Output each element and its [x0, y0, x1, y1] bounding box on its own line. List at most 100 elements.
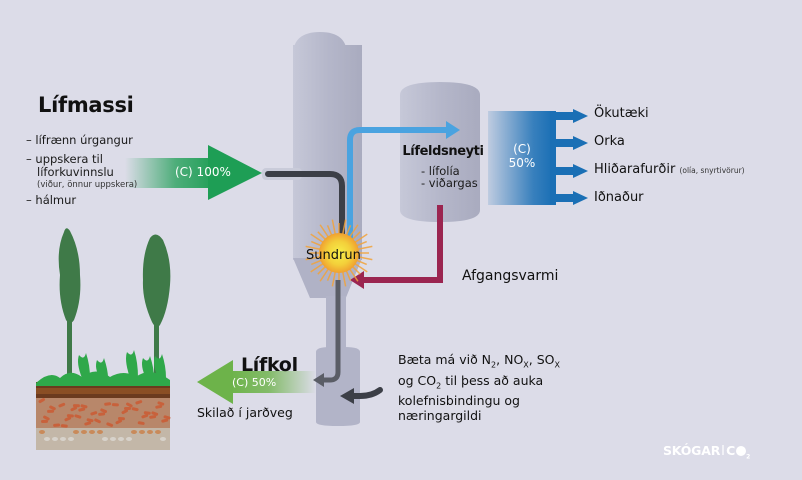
output-arrow-shaft — [553, 112, 575, 120]
grass — [36, 350, 170, 386]
pebble — [81, 430, 87, 434]
soil-fleck — [163, 415, 171, 420]
output-arrow-head — [573, 136, 588, 150]
soil-fleck — [141, 413, 149, 419]
waste-heat-line — [360, 205, 443, 283]
soil-fleck — [90, 411, 98, 416]
fuel-flow-line — [347, 127, 448, 245]
pebble — [39, 430, 45, 434]
plant — [126, 350, 138, 378]
bullet: – — [26, 193, 32, 207]
biomass-title: Lífmassi — [38, 93, 134, 117]
soil-illustration — [36, 382, 171, 450]
additive-pipe — [349, 387, 383, 399]
biomass-item: – hálmur — [26, 194, 76, 207]
pyrolysis-burst-icon — [305, 219, 373, 287]
logo-divider — [722, 445, 725, 455]
fuel-vessel — [400, 82, 480, 222]
additive-line-1: Bæta má við N2, NOX, SOX — [398, 352, 560, 373]
sun-core — [319, 233, 359, 273]
biomass-item: – uppskera til — [26, 153, 103, 166]
output-byproducts-note: (olía, snyrtivörur) — [679, 166, 745, 175]
pyrolysis-label: Sundrun — [306, 248, 361, 263]
input-arrow-label: (C) 100% — [175, 165, 231, 179]
soil-fleck — [49, 405, 56, 411]
pebble — [110, 437, 116, 441]
soil-fleck — [104, 402, 112, 406]
subscript: X — [554, 360, 560, 370]
soil-fleck — [161, 418, 169, 423]
bullet: – — [26, 133, 32, 147]
additive-line-2: og CO2 til þess að auka — [398, 373, 560, 394]
fuel-output-fan — [488, 111, 556, 205]
fuel-output-value: 50% — [508, 156, 536, 170]
output-energy: Orka — [594, 134, 625, 149]
biomass-input-arrow — [125, 145, 262, 200]
output-arrow-shaft — [553, 194, 575, 202]
biomass-item-note: (viður, önnur uppskera) — [37, 180, 138, 190]
char-pipe-arrowhead — [313, 373, 324, 387]
additive-arrowhead — [340, 388, 354, 404]
subscript: 2 — [491, 360, 497, 370]
soil-fleck — [121, 409, 129, 415]
text: , NO — [496, 352, 524, 367]
soil-fleck — [155, 404, 163, 409]
fuel-title: Lífeldsneyti — [402, 144, 484, 159]
soil-fleck — [38, 398, 46, 404]
soil-fleck — [94, 418, 101, 424]
additive-line-3: kolefnisbindingu og — [398, 393, 520, 408]
pebble — [97, 430, 103, 434]
additive-line-4: næringargildi — [398, 408, 482, 423]
biomass-item-label: lífrænn úrgangur — [35, 133, 133, 147]
subscript: X — [523, 360, 529, 370]
biomass-item: – lífrænn úrgangur — [26, 134, 133, 147]
fuel-flow-arrowhead — [446, 121, 460, 139]
soil-fleck — [124, 407, 131, 410]
soil-fleck — [80, 404, 88, 409]
logo-subscript: 2 — [746, 453, 751, 461]
fuel-output-carbon: (C) — [513, 142, 531, 156]
pebble — [60, 437, 66, 441]
waste-heat-label: Afgangsvarmi — [462, 268, 559, 284]
pebble — [160, 437, 166, 441]
soil-fleck — [131, 407, 139, 412]
soil-fleck — [126, 402, 133, 408]
pebble — [68, 437, 74, 441]
pebble — [44, 437, 50, 441]
fuel-output-percent: (C) 50% — [507, 142, 537, 170]
soil-fleck — [143, 411, 151, 415]
soil-fleck — [86, 418, 94, 423]
pebble — [118, 437, 124, 441]
output-byproducts-label: Hliðarafurðir — [594, 162, 676, 177]
soil-fleck — [74, 414, 82, 419]
grass-base — [36, 371, 170, 386]
pebble — [147, 430, 153, 434]
soil-fleck — [157, 401, 165, 406]
text: Bæta má við N — [398, 352, 492, 367]
pebble — [139, 430, 145, 434]
output-arrow-head — [573, 164, 588, 178]
output-arrow-shaft — [553, 139, 575, 147]
soil-fleck — [78, 407, 86, 412]
biochar-output-arrow — [197, 360, 316, 404]
returned-to-soil-label: Skilað í jarðveg — [197, 405, 293, 420]
soil-fleck — [64, 416, 72, 422]
pebble — [102, 437, 108, 441]
output-arrow-shaft — [553, 167, 575, 175]
subscript: 2 — [436, 381, 442, 390]
pebble — [155, 430, 161, 434]
pebble — [131, 430, 137, 434]
output-arrow-head — [573, 109, 588, 123]
soil-fleck — [135, 400, 143, 405]
soil-fleck — [53, 423, 61, 427]
soil-fleck — [70, 406, 78, 412]
plant — [154, 354, 166, 378]
bullet: – — [26, 152, 32, 166]
text: til þess að auka — [441, 372, 544, 388]
logo-text-right: C — [726, 443, 736, 458]
soil-fleck — [100, 408, 107, 414]
output-industry: Iðnaður — [594, 190, 644, 205]
soil-fleck — [117, 417, 125, 421]
